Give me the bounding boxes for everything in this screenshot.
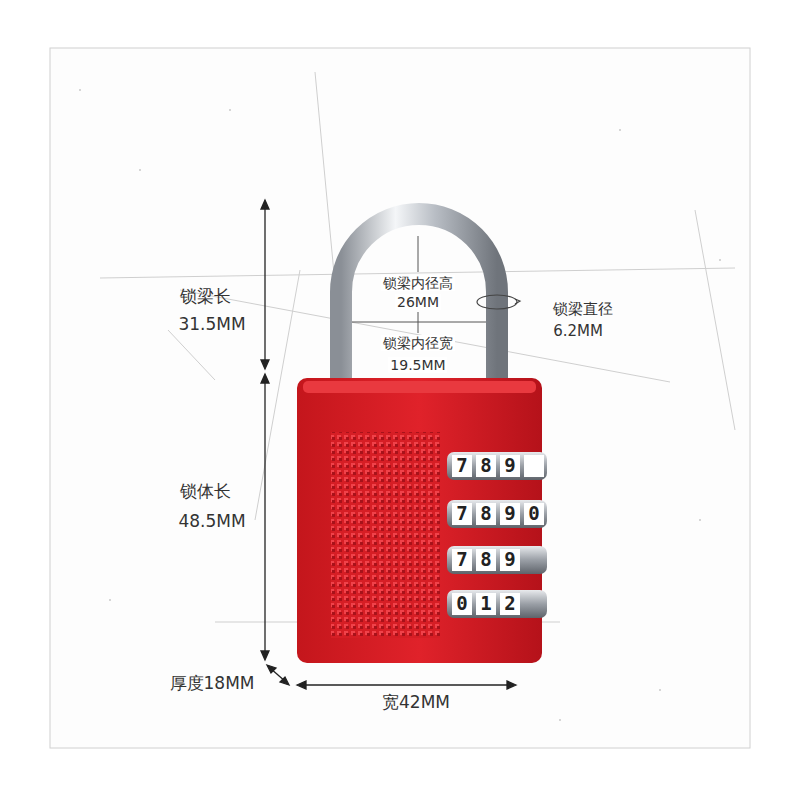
dim-label: 锁梁直径 xyxy=(553,301,613,318)
dial-digit: 9 xyxy=(504,503,515,525)
dial-digit: 7 xyxy=(456,549,467,571)
dial-digit: 8 xyxy=(480,549,491,571)
dim-label: 宽42MM xyxy=(382,693,450,713)
dim-value: 48.5MM xyxy=(178,512,245,532)
dim-value: 26MM xyxy=(395,294,441,310)
dial-digit: 7 xyxy=(456,455,467,477)
dim-value: 6.2MM xyxy=(553,323,603,340)
dim-label: 锁梁长 xyxy=(180,287,231,307)
dim-label: 厚度18MM xyxy=(170,674,255,694)
dial-digit: 2 xyxy=(504,593,515,615)
dial-digit: 8 xyxy=(480,503,491,525)
dial-digit: 1 xyxy=(480,593,491,615)
dial-digit: 0 xyxy=(456,593,467,615)
dim-value: 31.5MM xyxy=(178,315,245,335)
dim-value: 19.5MM xyxy=(388,357,447,373)
dim-label: 锁梁内径高 xyxy=(381,275,455,291)
dial-digit: 7 xyxy=(456,503,467,525)
dim-label: 锁梁内径宽 xyxy=(381,335,455,351)
dial-digit: 9 xyxy=(504,455,515,477)
dial-digit: 8 xyxy=(480,455,491,477)
dim-label: 锁体长 xyxy=(180,482,231,502)
dial-digit: 0 xyxy=(528,503,539,525)
dial-digit: 9 xyxy=(504,549,515,571)
